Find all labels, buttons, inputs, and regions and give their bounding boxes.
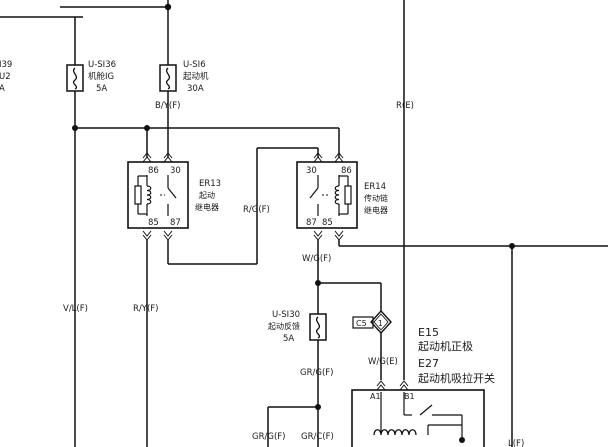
svg-text:85: 85 [322,218,333,228]
svg-text:U2: U2 [0,72,11,82]
svg-text:继电器: 继电器 [195,202,219,212]
wire-label-ryf: R/Y(F) [133,304,158,314]
fuse-usi30: U-SI30 起动反馈 5A [268,310,327,344]
svg-text:起动: 起动 [199,190,215,200]
svg-text:87: 87 [306,218,317,228]
svg-text:86: 86 [341,166,352,176]
wire-label-grgf: GR/G(F) [300,368,333,378]
fuse-icon [315,316,321,339]
starter-solenoid: A1 B1 [351,380,485,447]
svg-text:A1: A1 [370,392,381,401]
svg-text:ER14: ER14 [364,182,386,192]
fuse-icon [72,67,78,90]
svg-text:U-SI30: U-SI30 [272,310,300,320]
svg-text:A: A [0,84,5,94]
svg-text:U-SI36: U-SI36 [88,60,116,70]
svg-text:传动链: 传动链 [364,193,388,203]
fuse-usi6: U-SI6 起动机 30A [159,60,209,94]
svg-text:85: 85 [148,218,159,228]
fuse-left-partial-label: I39 U2 A [0,60,12,94]
svg-text:E15: E15 [418,326,439,339]
top-bus [0,0,172,65]
wire-label-rgf: R/G(F) [243,205,270,215]
svg-text:起动反馈: 起动反馈 [268,321,300,331]
svg-text:B1: B1 [404,392,415,401]
svg-text:30: 30 [306,166,317,176]
wire-label-grgf-bottom: GR/G(F) [252,432,285,442]
wire-label-grcf-bottom: GR/C(F) [301,432,334,442]
wire-label-byf: B/Y(F) [155,101,180,111]
svg-text:87: 87 [170,218,181,228]
wire-label-vlf: V/L(F) [63,304,88,314]
svg-text:继电器: 继电器 [364,205,388,215]
svg-text:ER13: ER13 [199,179,221,189]
svg-text:1: 1 [378,319,383,328]
svg-text:U-SI6: U-SI6 [183,60,206,70]
wire-label-wgf: W/G(F) [302,254,331,264]
svg-text:E27: E27 [418,357,439,370]
svg-text:起动机正极: 起动机正极 [418,339,473,353]
fuse-usi36: U-SI36 机舱IG 5A [66,60,116,94]
svg-text:30: 30 [170,166,181,176]
svg-text:86: 86 [148,166,159,176]
svg-text:起动机: 起动机 [183,71,209,82]
svg-text:C5: C5 [356,319,367,328]
svg-text:30A: 30A [187,84,204,94]
svg-text:5A: 5A [283,334,294,344]
relay-er14: 30 86 87 85 ER14 传动链 继电器 [296,152,388,241]
relay-er13: 86 30 85 87 ER13 起动 继电器 [127,152,221,241]
svg-text:I39: I39 [0,60,12,70]
svg-text:起动机吸拉开关: 起动机吸拉开关 [418,371,495,385]
wire-label-re: R(E) [396,101,414,111]
wire-label-wge: W/G(E) [368,357,398,367]
connector-c5: C5 1 [352,309,392,335]
component-labels: E15 起动机正极 E27 起动机吸拉开关 [418,326,495,385]
svg-text:机舱IG: 机舱IG [88,71,114,82]
svg-text:5A: 5A [96,84,107,94]
fuse-icon [165,67,171,90]
wire-label-lf-partial: L(F) [508,439,524,447]
